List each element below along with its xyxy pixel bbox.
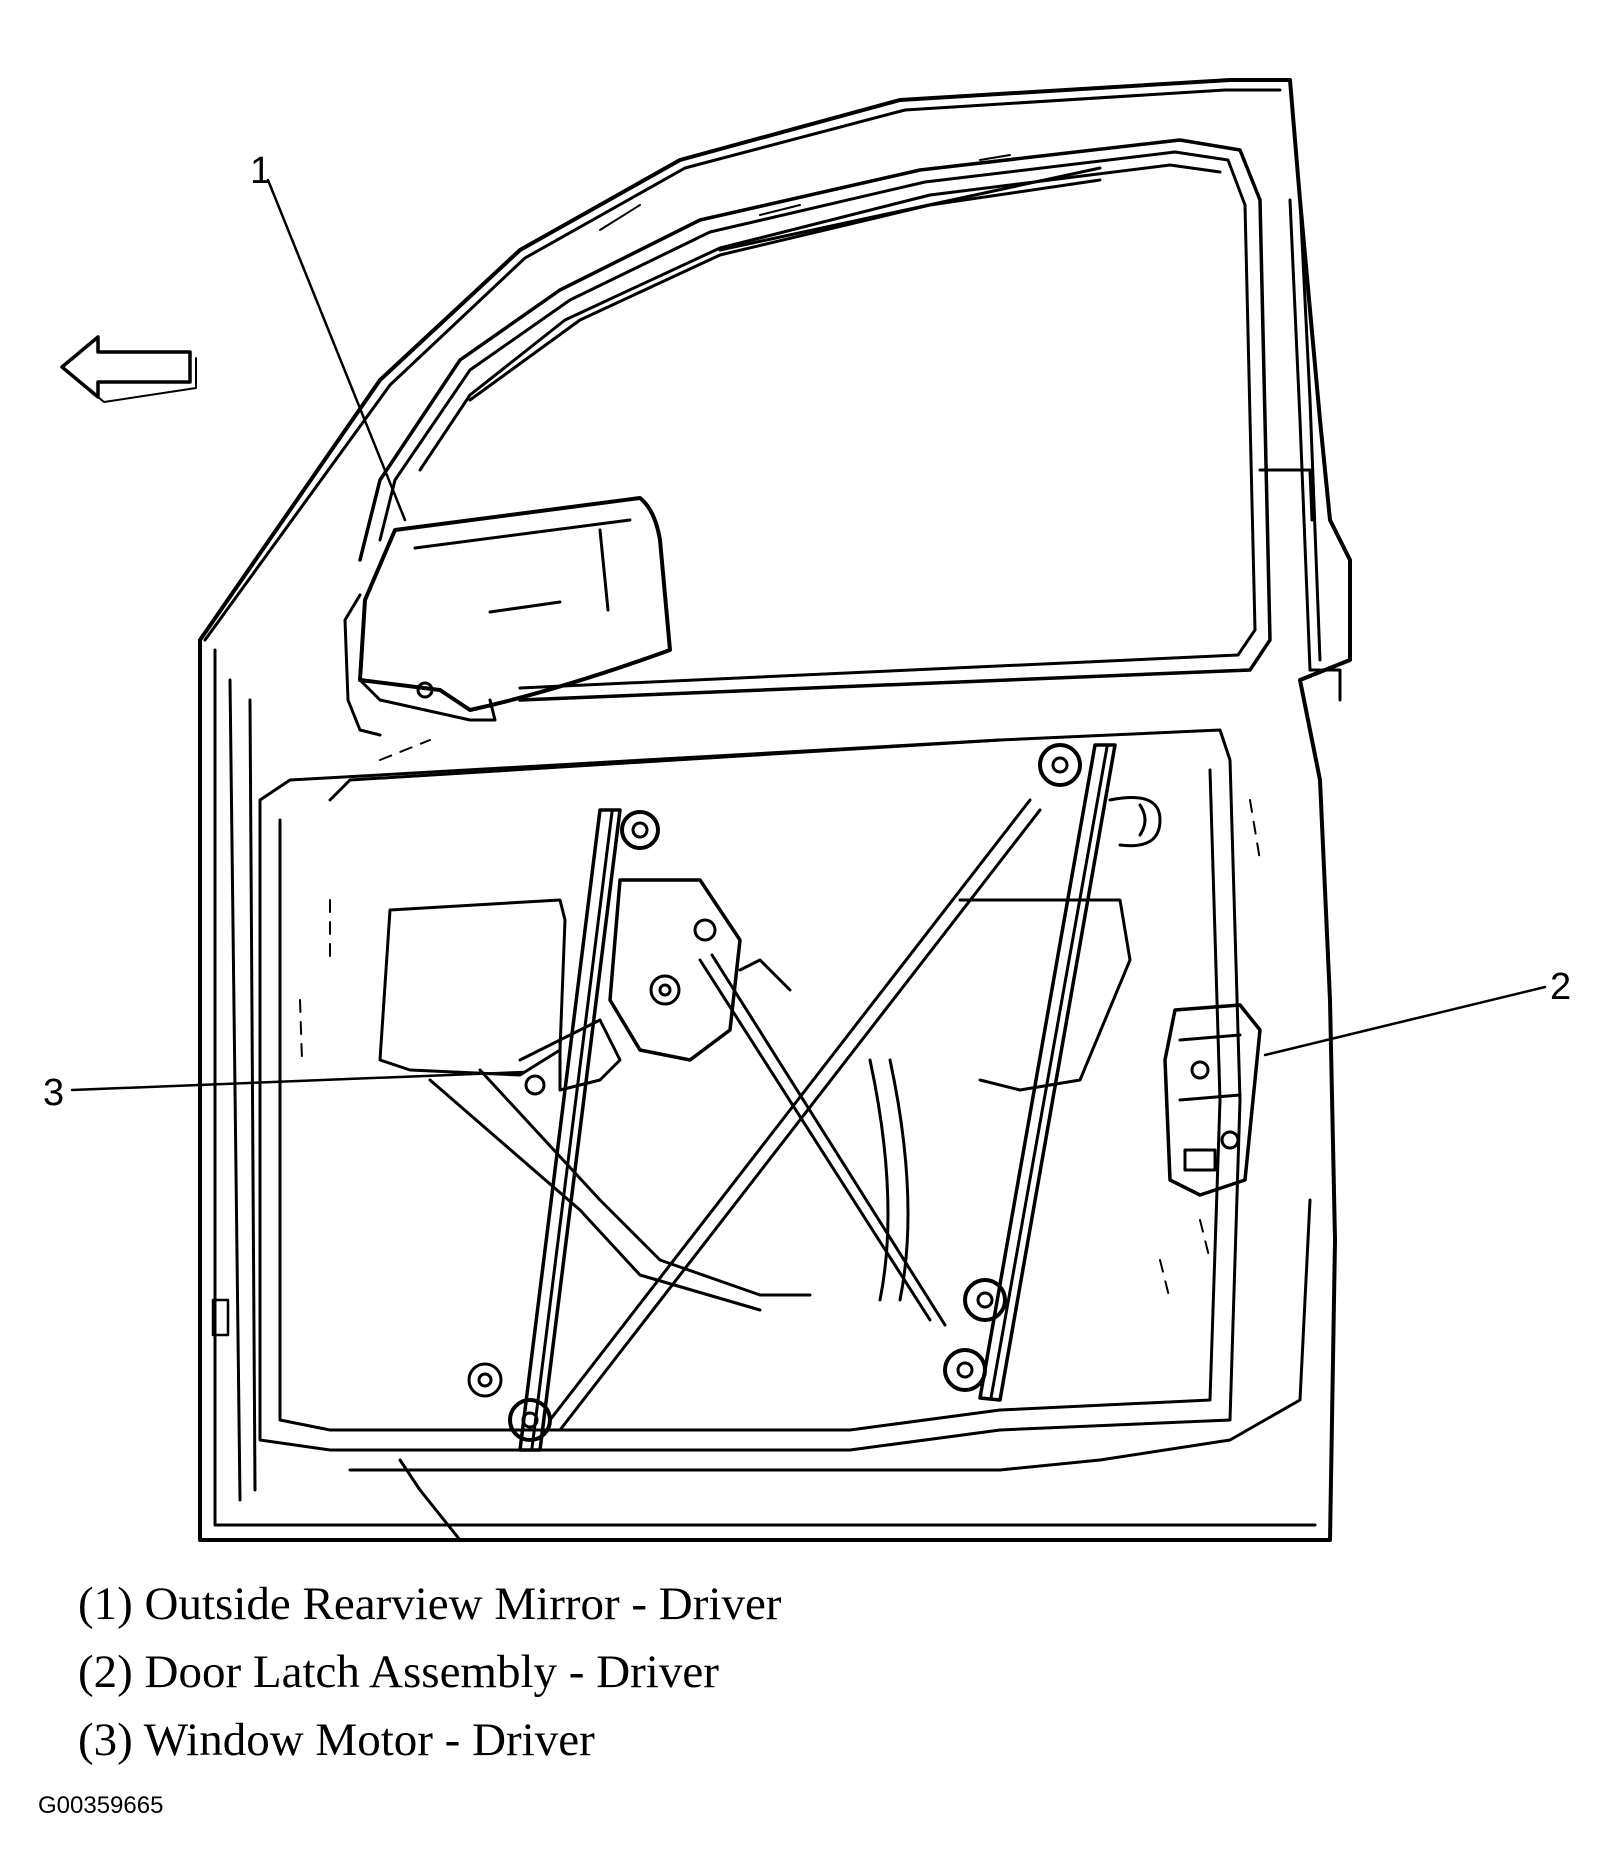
leader-line-1 (266, 178, 407, 522)
legend-item-3: (3) Window Motor - Driver (78, 1714, 595, 1766)
door-latch-assembly (1163, 1003, 1262, 1197)
panel-cutouts (378, 796, 1162, 1312)
window-motor (518, 878, 792, 1096)
door-outline (198, 78, 1352, 1542)
leader-line-2 (1263, 985, 1547, 1057)
legend-item-1: (1) Outside Rearview Mirror - Driver (78, 1578, 782, 1630)
callout-1: 1 (250, 150, 272, 192)
left-arrow-icon (60, 335, 192, 399)
legend: (1) Outside Rearview Mirror - Driver (2)… (78, 1570, 781, 1774)
outside-rearview-mirror (343, 496, 672, 737)
door-component-diagram: 1 2 3 (43, 78, 1572, 1542)
leader-line-3 (70, 1070, 527, 1092)
callout-2: 2 (1550, 966, 1572, 1008)
callout-3: 3 (43, 1072, 65, 1114)
figure-id: G00359665 (38, 1792, 164, 1819)
legend-item-2: (2) Door Latch Assembly - Driver (78, 1646, 719, 1698)
window-regulator (467, 743, 1117, 1452)
